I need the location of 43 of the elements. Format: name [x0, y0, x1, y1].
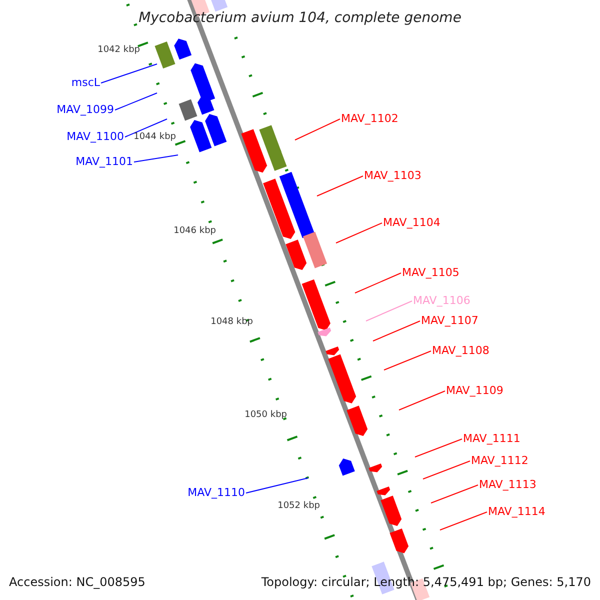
scale-label: 1042 kbp [98, 44, 140, 57]
gene-label: MAV_1101 [76, 155, 133, 169]
gene-label: MAV_1106 [413, 294, 470, 308]
scale-label: 1044 kbp [134, 131, 176, 144]
gene-label: MAV_1099 [56, 103, 114, 117]
accession-text: Accession: NC_008595 [9, 575, 146, 589]
leader-line [398, 390, 446, 410]
leader-line [414, 438, 462, 458]
gene-label: MAV_1104 [383, 216, 440, 230]
leader-line [440, 512, 488, 530]
gene-label: MAV_1108 [432, 344, 490, 358]
leader-line [134, 154, 178, 162]
scale-label: 1050 kbp [244, 409, 287, 422]
gene-label: MAV_1111 [463, 432, 520, 446]
leader-line [100, 64, 158, 84]
gene-label: MAV_1102 [341, 112, 398, 126]
gene-label: MAV_1113 [479, 478, 536, 492]
gene-label: MAV_1109 [446, 384, 504, 398]
leader-line [114, 92, 158, 110]
leader-line [316, 176, 364, 196]
leader-line [366, 300, 412, 322]
gene-label: mscL [71, 76, 100, 90]
leader-line [430, 484, 478, 504]
scale-label: 1046 kbp [174, 225, 216, 238]
leader-line [336, 222, 382, 244]
gene-label: MAV_1107 [421, 314, 478, 328]
scale-label: 1048 kbp [210, 316, 253, 329]
leader-line [124, 118, 168, 138]
map-title: Mycobacterium avium 104, complete genome [138, 11, 462, 25]
genome-summary-text: Topology: circular; Length: 5,475,491 bp; Genes: 5,170 [261, 575, 591, 589]
leader-line [354, 272, 402, 294]
scale-label: 1052 kbp [278, 500, 320, 513]
gene-label: MAV_1112 [471, 454, 528, 468]
gene-label: MAV_1105 [402, 266, 460, 280]
gene-label: MAV_1114 [488, 505, 546, 519]
leader-line [422, 460, 470, 480]
leader-line [294, 118, 340, 140]
leader-line [384, 350, 432, 370]
gene-label: MAV_1100 [66, 130, 124, 144]
leader-line [372, 320, 420, 342]
gene-label: MAV_1103 [364, 169, 422, 183]
leader-line [246, 478, 308, 494]
gene-label: MAV_1110 [188, 486, 245, 500]
